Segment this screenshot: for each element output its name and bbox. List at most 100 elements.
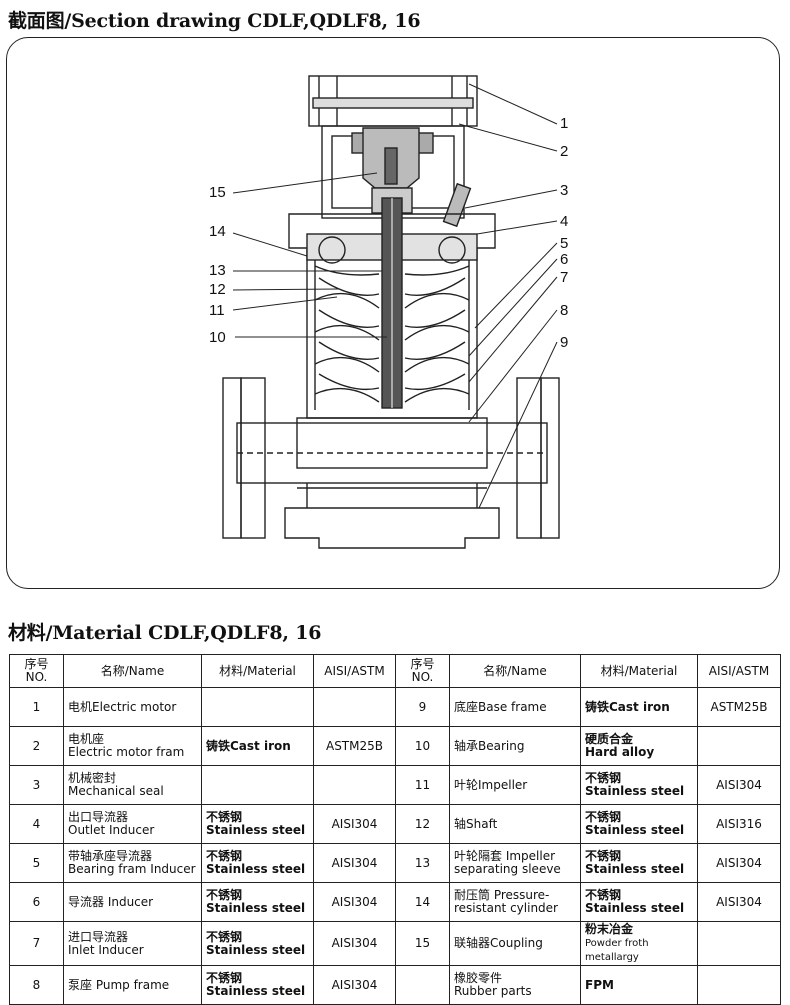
- cell-aisi: AISI304: [313, 965, 396, 1005]
- cell-material-right: 铸铁Cast iron: [580, 687, 698, 727]
- cell-no-right: 12: [395, 804, 450, 844]
- pump-section-drawing: 1 2 3 4 5 6 7 8 9 10 11 12 13 14 15: [209, 75, 568, 549]
- inlet-flange: [240, 377, 266, 539]
- callout-6: 6: [560, 251, 568, 268]
- cell-no-right: [395, 965, 450, 1005]
- cell-aisi-right: AISI304: [697, 843, 781, 883]
- cell-aisi: AISI304: [313, 804, 396, 844]
- cell-name-right: 叶轮Impeller: [449, 765, 581, 805]
- cell-no-right: 11: [395, 765, 450, 805]
- cell-name-right: 轴承Bearing: [449, 726, 581, 766]
- callout-2: 2: [560, 143, 568, 160]
- cell-aisi: [313, 687, 396, 727]
- header-no: 序号NO.: [9, 654, 64, 688]
- section-drawing-heading: 截面图/Section drawing CDLF,QDLF8, 16: [8, 10, 421, 32]
- callout-7: 7: [560, 269, 568, 286]
- cell-no-right: 9: [395, 687, 450, 727]
- cell-aisi: ASTM25B: [313, 726, 396, 766]
- material-heading: 材料/Material CDLF,QDLF8, 16: [8, 622, 322, 644]
- cell-material: [201, 687, 314, 727]
- cell-no: 3: [9, 765, 64, 805]
- cell-name: 电机Electric motor: [63, 687, 202, 727]
- cell-aisi: AISI304: [313, 882, 396, 922]
- cell-name: 泵座 Pump frame: [63, 965, 202, 1005]
- callout-12: 12: [209, 281, 226, 298]
- cell-no: 4: [9, 804, 64, 844]
- cell-aisi: AISI304: [313, 921, 396, 966]
- cell-no: 1: [9, 687, 64, 727]
- cell-no-right: 15: [395, 921, 450, 966]
- cell-material-right: FPM: [580, 965, 698, 1005]
- cell-aisi: [313, 765, 396, 805]
- cell-aisi-right: [697, 921, 781, 966]
- cell-aisi: AISI304: [313, 843, 396, 883]
- cell-aisi-right: [697, 726, 781, 766]
- callout-13: 13: [209, 262, 226, 279]
- callout-5: 5: [560, 235, 568, 252]
- cell-aisi-right: AISI304: [697, 765, 781, 805]
- cell-no: 8: [9, 965, 64, 1005]
- cell-aisi-right: AISI316: [697, 804, 781, 844]
- pump-outline: [222, 75, 560, 549]
- cell-aisi-right: ASTM25B: [697, 687, 781, 727]
- leader-lines: [232, 83, 558, 509]
- cell-material: [201, 765, 314, 805]
- callout-14: 14: [209, 223, 226, 240]
- callout-11: 11: [209, 302, 225, 319]
- cell-name-right: 轴Shaft: [449, 804, 581, 844]
- header-name: 名称/Name: [63, 654, 202, 688]
- section-drawing-frame: 1 2 3 4 5 6 7 8 9 10 11 12 13 14 15: [6, 37, 780, 589]
- header-no-right: 序号NO.: [395, 654, 450, 688]
- cell-no: 5: [9, 843, 64, 883]
- cell-no: 6: [9, 882, 64, 922]
- callout-4: 4: [560, 213, 568, 230]
- cell-name: 导流器 Inducer: [63, 882, 202, 922]
- callout-15: 15: [209, 184, 226, 201]
- callout-8: 8: [560, 302, 568, 319]
- cell-aisi-right: AISI304: [697, 882, 781, 922]
- cell-name-right: 底座Base frame: [449, 687, 581, 727]
- callout-10: 10: [209, 329, 226, 346]
- base-frame: [284, 507, 500, 549]
- header-aisi-right: AISI/ASTM: [697, 654, 781, 688]
- header-material-right: 材料/Material: [580, 654, 698, 688]
- cell-material: 铸铁Cast iron: [201, 726, 314, 766]
- callout-1: 1: [560, 115, 568, 132]
- header-name-right: 名称/Name: [449, 654, 581, 688]
- impeller-stages: [314, 265, 470, 403]
- header-aisi: AISI/ASTM: [313, 654, 396, 688]
- material-table: 序号NO. 名称/Name 材料/Material AISI/ASTM 序号NO…: [9, 654, 781, 1005]
- cell-no-right: 10: [395, 726, 450, 766]
- cell-no-right: 13: [395, 843, 450, 883]
- table-header-row: 序号NO. 名称/Name 材料/Material AISI/ASTM 序号NO…: [9, 654, 781, 688]
- pump-frame: [296, 417, 488, 469]
- cell-no: 7: [9, 921, 64, 966]
- callout-9: 9: [560, 334, 568, 351]
- cell-no-right: 14: [395, 882, 450, 922]
